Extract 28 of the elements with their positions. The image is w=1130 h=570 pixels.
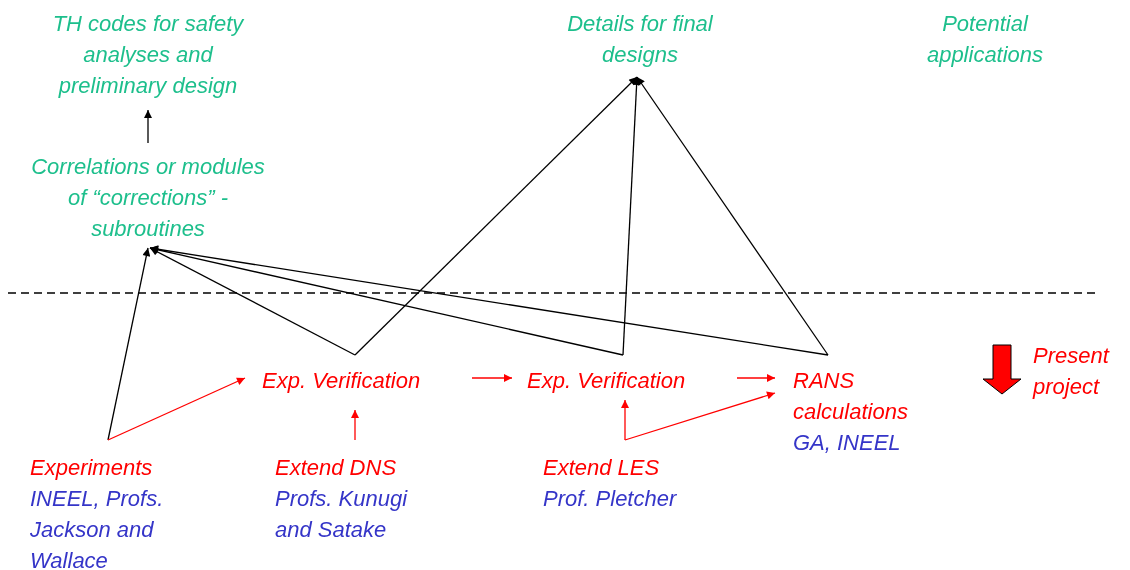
arrow	[107, 247, 151, 441]
arrow	[736, 374, 776, 382]
contributors-text: Profs. Kunugi and Satake	[275, 485, 409, 544]
contributors-text: INEEL, Profs. Jackson and Wallace	[30, 485, 165, 570]
node-label: TH codes for safety analyses and preliminary design	[51, 10, 245, 100]
arrow	[471, 374, 513, 382]
contributors-text: Prof. Pletcher	[543, 485, 678, 513]
arrow	[144, 109, 152, 144]
node-label: Exp. Verification	[262, 367, 422, 395]
arrow	[354, 76, 638, 356]
node-label: Extend LES	[543, 454, 661, 482]
node-label: Details for final designs	[566, 10, 714, 69]
node-label: Correlations or modules of “corrections” - subroutines	[30, 153, 266, 243]
node-label: Potential applications	[925, 10, 1045, 69]
node-label: Exp. Verification	[527, 367, 687, 395]
arrow	[622, 76, 641, 356]
arrow	[351, 409, 359, 441]
contributors-text: GA, INEEL	[793, 429, 902, 457]
arrow	[636, 76, 829, 356]
note-label: Present project	[1033, 342, 1111, 401]
arrow	[621, 399, 629, 441]
arrow	[107, 377, 246, 441]
node-label: Experiments	[30, 454, 154, 482]
arrow	[624, 391, 776, 441]
node-label: RANS calculations	[793, 367, 909, 426]
node-label: Extend DNS	[275, 454, 398, 482]
arrow	[149, 245, 829, 356]
arrow	[149, 247, 356, 356]
